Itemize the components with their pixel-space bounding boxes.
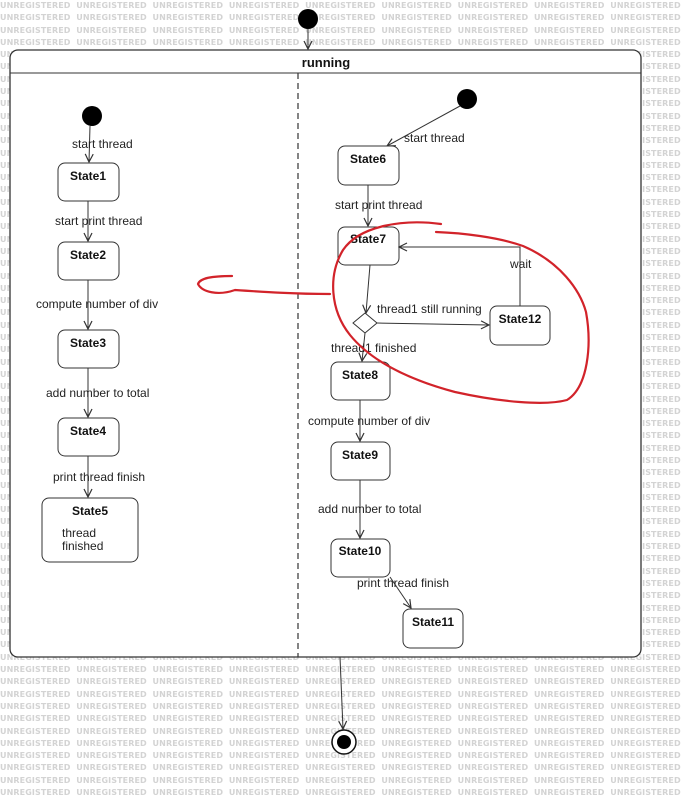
final-node-inner: [337, 735, 351, 749]
composite-title: running: [302, 55, 350, 70]
transition-arrow: [89, 125, 90, 162]
transition-label: wait: [509, 257, 532, 271]
transition-arrow: [399, 247, 521, 306]
state-name: State12: [499, 312, 542, 326]
state-name: State4: [70, 424, 106, 438]
state-body-text: thread: [62, 526, 96, 540]
state-node[interactable]: [330, 538, 391, 578]
transition-arrow: [389, 576, 411, 608]
state-name: State11: [412, 615, 454, 629]
transition-arrow: [387, 105, 461, 146]
state-name: State8: [342, 368, 378, 382]
state-name: State6: [350, 152, 386, 166]
state-name: State10: [339, 544, 382, 558]
transition-label: print thread finish: [357, 576, 449, 590]
state-name: State1: [70, 169, 106, 183]
transition-label: add number to total: [46, 386, 149, 400]
transition-label: start print thread: [335, 198, 422, 212]
initial-node-left[interactable]: [82, 106, 102, 126]
state-name: State5: [72, 504, 108, 518]
composite-state-running[interactable]: [9, 49, 642, 658]
transition-label: start thread: [72, 137, 133, 151]
initial-node-right[interactable]: [457, 89, 477, 109]
initial-node-top[interactable]: [298, 9, 318, 29]
transition-arrow: [376, 323, 489, 325]
transition-arrow: [366, 264, 370, 313]
state-node[interactable]: [402, 608, 464, 649]
transition-label: start thread: [404, 131, 465, 145]
transition-label: compute number of div: [308, 414, 430, 428]
annotation-circle: [332, 221, 590, 404]
state-name: State3: [70, 336, 106, 350]
transition-label: thread1 still running: [377, 302, 482, 316]
state-name: State9: [342, 448, 378, 462]
transition-arrow: [362, 332, 365, 361]
transition-label: thread1 finished: [331, 341, 416, 355]
transition-label: compute number of div: [36, 297, 158, 311]
state-body-text: finished: [62, 539, 103, 553]
transition-label: start print thread: [55, 214, 142, 228]
transition-label: print thread finish: [53, 470, 145, 484]
transition-arrow: [340, 656, 343, 729]
annotation-arrow: [196, 274, 332, 296]
state-name: State2: [70, 248, 106, 262]
state-node[interactable]: [41, 497, 139, 563]
transition-label: add number to total: [318, 502, 421, 516]
